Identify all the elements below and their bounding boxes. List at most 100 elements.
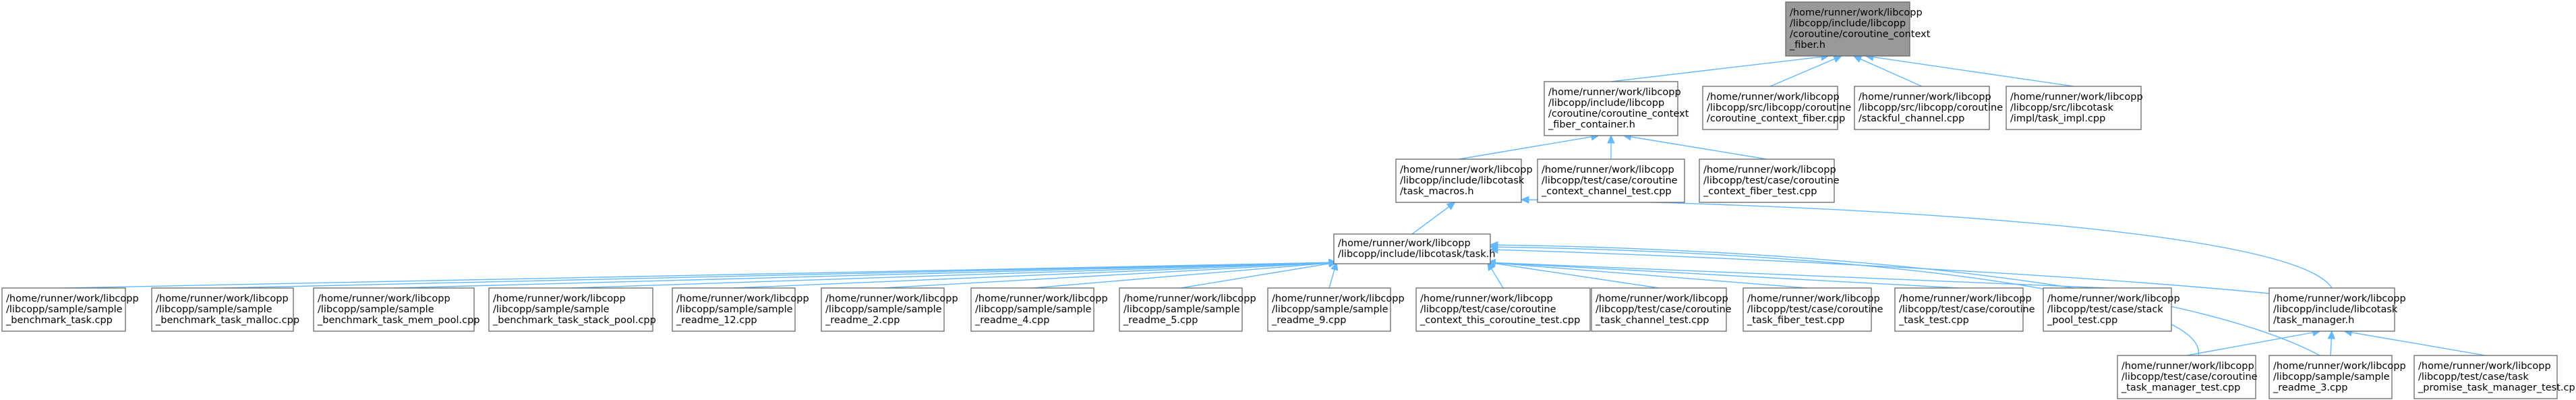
node-this-coroutine-test[interactable]: /home/runner/work/libcopp/libcopp/test/c… — [1415, 287, 1591, 332]
node-task-manager-test[interactable]: /home/runner/work/libcopp/libcopp/test/c… — [2117, 355, 2258, 399]
node-label-line: /home/runner/work/libcopp — [2273, 361, 2406, 372]
node-bench-mem-pool[interactable]: /home/runner/work/libcopp/libcopp/sample… — [313, 287, 480, 332]
node-fiber-test-cpp[interactable]: /home/runner/work/libcopp/libcopp/test/c… — [1699, 159, 1840, 203]
node-label-line: /home/runner/work/libcopp — [975, 293, 1108, 304]
node-label-line: /home/runner/work/libcopp — [2273, 293, 2406, 304]
arrowhead — [1486, 258, 1496, 267]
node-readme-2[interactable]: /home/runner/work/libcopp/libcopp/sample… — [821, 287, 958, 332]
node-readme-3[interactable]: /home/runner/work/libcopp/libcopp/sample… — [2268, 355, 2406, 399]
node-task-h[interactable]: /home/runner/work/libcopp/libcopp/includ… — [1333, 233, 1496, 264]
node-bench-stack-pool[interactable]: /home/runner/work/libcopp/libcopp/sample… — [488, 287, 656, 332]
edge-task-test-to-task-h — [1486, 258, 1960, 289]
node-label-line: /libcopp/sample/sample — [975, 304, 1092, 315]
node-label-line: _task_channel_test.cpp — [1595, 315, 1709, 326]
node-label-line: /home/runner/work/libcopp — [1338, 238, 1471, 249]
node-fiber-container-h[interactable]: /home/runner/work/libcopp/libcopp/includ… — [1544, 81, 1689, 136]
node-label-line: /coroutine/coroutine_context — [1790, 29, 1931, 40]
node-label-line: /home/runner/work/libcopp — [1747, 293, 1880, 304]
node-box — [672, 287, 796, 332]
node-task-test[interactable]: /home/runner/work/libcopp/libcopp/test/c… — [1894, 287, 2035, 332]
node-label-line: /home/runner/work/libcopp — [2418, 361, 2551, 372]
edge-stackful-channel-cpp-to-fiber-h — [1852, 55, 1923, 87]
node-readme-4[interactable]: /home/runner/work/libcopp/libcopp/sample… — [970, 287, 1108, 332]
node-label-line: _context_fiber_test.cpp — [1703, 186, 1817, 197]
node-label-line: _readme_12.cpp — [676, 315, 757, 326]
node-fiber-h[interactable]: /home/runner/work/libcopp/libcopp/includ… — [1785, 1, 1931, 57]
node-label-line: _readme_3.cpp — [2273, 382, 2347, 393]
node-box — [1854, 86, 1990, 130]
edge-channel-test-cpp-to-fiber-container-h — [1607, 134, 1615, 159]
node-fiber-cpp[interactable]: /home/runner/work/libcopp/libcopp/src/li… — [1702, 86, 1851, 130]
graph-edges — [63, 53, 2486, 356]
node-label-line: _fiber.h — [1789, 40, 1825, 51]
node-readme-9[interactable]: /home/runner/work/libcopp/libcopp/sample… — [1267, 287, 1405, 332]
node-task-fiber-test[interactable]: /home/runner/work/libcopp/libcopp/test/c… — [1743, 287, 1883, 332]
edge-task-manager-h-to-task-macros-h — [1520, 196, 2333, 289]
edge-line — [1496, 244, 2320, 356]
node-label-line: /home/runner/work/libcopp — [825, 293, 958, 304]
node-promise-manager-test[interactable]: /home/runner/work/libcopp/libcopp/test/c… — [2413, 355, 2576, 399]
edge-line — [393, 262, 1330, 289]
edge-task-manager-test-to-task-manager-h — [2186, 328, 2321, 356]
edge-line — [1610, 56, 1823, 82]
node-label-line: _readme_9.cpp — [1271, 315, 1346, 326]
node-label-line: /libcopp/sample/sample — [493, 304, 610, 315]
edge-line — [1032, 262, 1330, 289]
node-label-line: /home/runner/work/libcopp — [2121, 361, 2254, 372]
edge-line — [1490, 268, 1504, 289]
node-box — [1395, 159, 1522, 203]
node-stack-pool-test[interactable]: /home/runner/work/libcopp/libcopp/test/c… — [2043, 287, 2180, 332]
node-stackful-channel-cpp[interactable]: /home/runner/work/libcopp/libcopp/src/li… — [1854, 86, 2003, 130]
node-box — [1333, 233, 1491, 264]
node-label-line: /libcopp/include/libcopp — [1790, 18, 1906, 29]
node-box — [2117, 355, 2256, 399]
node-task-manager-h[interactable]: /home/runner/work/libcopp/libcopp/includ… — [2268, 287, 2406, 332]
node-label-line: /libcopp/test/case/task — [2418, 372, 2529, 382]
node-label-line: _fiber_container.h — [1548, 119, 1635, 130]
edge-line — [222, 262, 1330, 289]
edge-line — [570, 262, 1330, 289]
node-label-line: /home/runner/work/libcopp — [1272, 293, 1405, 304]
node-label-line: /libcopp/test/case/stack — [2047, 304, 2163, 315]
edge-line — [1527, 199, 2333, 289]
node-box — [1743, 287, 1872, 332]
node-label-line: /stackful_channel.cpp — [1858, 113, 1964, 124]
node-task-impl-cpp[interactable]: /home/runner/work/libcopp/libcopp/src/li… — [2006, 86, 2143, 130]
node-box — [1544, 81, 1678, 136]
node-readme-5[interactable]: /home/runner/work/libcopp/libcopp/sample… — [1119, 287, 1256, 332]
edge-line — [63, 262, 1330, 289]
node-label-line: /libcopp/include/libcopp — [1548, 98, 1664, 109]
edge-this-coroutine-test-to-task-h — [1487, 261, 1504, 289]
edge-stack-pool-test-to-task-h — [1486, 258, 2108, 289]
node-box — [2413, 355, 2558, 399]
node-readme-12[interactable]: /home/runner/work/libcopp/libcopp/sample… — [672, 287, 809, 332]
edge-readme-3-to-task-h — [1489, 241, 2320, 356]
edge-line — [2350, 332, 2486, 356]
node-box — [1591, 287, 1727, 332]
node-label-line: /libcopp/test/case/coroutine — [1596, 304, 1732, 315]
node-label-line: /libcopp/src/libcopp/coroutine — [1707, 103, 1851, 113]
arrowhead — [1520, 196, 1529, 204]
node-label-line: /home/runner/work/libcopp — [2047, 293, 2180, 304]
node-label-line: /home/runner/work/libcopp — [1596, 293, 1728, 304]
node-bench-task[interactable]: /home/runner/work/libcopp/libcopp/sample… — [1, 287, 139, 332]
node-label-line: /libcopp/sample/sample — [1123, 304, 1240, 315]
node-task-macros-h[interactable]: /home/runner/work/libcopp/libcopp/includ… — [1395, 159, 1533, 203]
node-label-line: /libcopp/test/case/coroutine — [1420, 304, 1556, 315]
node-task-channel-test[interactable]: /home/runner/work/libcopp/libcopp/test/c… — [1591, 287, 1732, 332]
node-label-line: /libcopp/src/libcopp/coroutine — [1858, 103, 2003, 113]
node-label-line: /home/runner/work/libcopp — [1400, 165, 1533, 175]
edge-line — [882, 262, 1330, 289]
node-box — [970, 287, 1094, 332]
node-box — [1702, 86, 1838, 130]
arrowhead — [1852, 55, 1863, 63]
node-label-line: /home/runner/work/libcopp — [318, 293, 450, 304]
node-label-line: /libcopp/sample/sample — [6, 304, 123, 315]
node-label-line: /impl/task_impl.cpp — [2010, 113, 2105, 124]
node-label-line: /home/runner/work/libcopp — [1123, 293, 1256, 304]
node-label-line: /libcopp/include/libcotask — [1400, 175, 1525, 186]
node-label-line: /libcopp/include/libcotask — [2273, 304, 2398, 315]
node-channel-test-cpp[interactable]: /home/runner/work/libcopp/libcopp/test/c… — [1537, 159, 1685, 203]
node-bench-malloc[interactable]: /home/runner/work/libcopp/libcopp/sample… — [151, 287, 299, 332]
